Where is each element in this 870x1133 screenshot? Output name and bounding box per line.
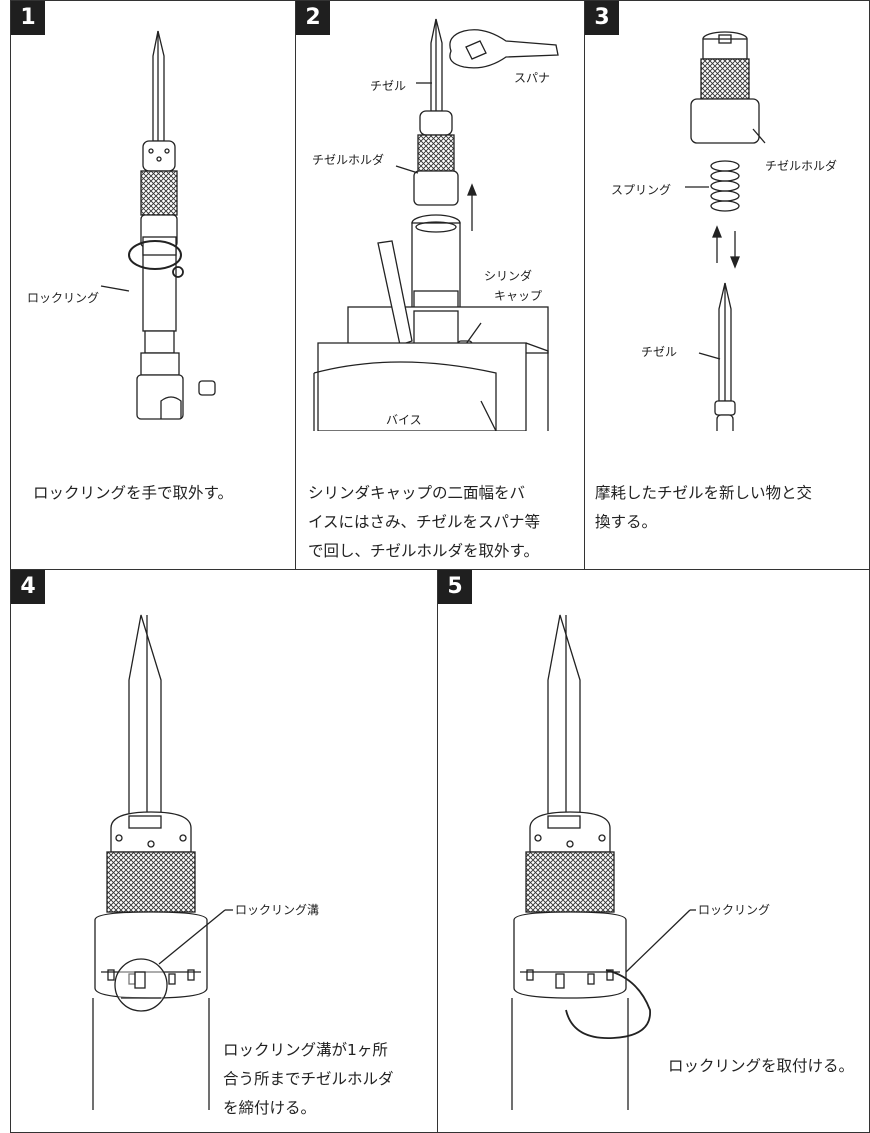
chisel-holder-label: チゼルホルダ (765, 159, 838, 173)
caption-line: シリンダキャップの二面幅をバ (308, 484, 526, 502)
caption-line: ロックリングを手で取外す。 (33, 484, 233, 502)
step-number: 5 (438, 570, 472, 604)
cap-label: キャップ (494, 289, 543, 303)
spanner-label: スパナ (514, 71, 551, 85)
caption-line: ロックリング溝が1ヶ所 (223, 1041, 388, 1059)
lock-ring-groove-label: ロックリング溝 (235, 903, 320, 917)
chisel-holder-label: チゼルホルダ (312, 153, 385, 167)
step-number: 2 (296, 1, 330, 35)
holder-removal-illustration (313, 18, 559, 431)
step-4-caption: ロックリング溝が1ヶ所 合う所までチゼルホルダ を締付ける。 (223, 1036, 394, 1123)
caption-line: 摩耗したチゼルを新しい物と交 (595, 484, 813, 502)
caption-line: 合う所までチゼルホルダ (223, 1070, 394, 1088)
step-2-panel: 2 チゼル スパナ チゼルホルダ (295, 0, 586, 571)
step-5-caption: ロックリングを取付ける。 (668, 1052, 854, 1081)
step-1-caption: ロックリングを手で取外す。 (33, 479, 233, 508)
step-5-panel: 5 ロックリング ロックリングを取付ける。 (437, 569, 870, 1133)
step-3-caption: 摩耗したチゼルを新しい物と交 換する。 (595, 479, 812, 537)
holder-tightening-illustration (92, 614, 233, 1110)
vise-label: バイス (386, 413, 422, 427)
step-1-panel: 1 ロックリング ロックリングを手で取外す。 (10, 0, 297, 571)
step-3-panel: 3 チゼルホルダ スプリング チゼル 摩耗したチゼルを新しい物と交 換する。 (584, 0, 870, 571)
lock-ring-label: ロックリング (698, 903, 771, 917)
caption-line: ロックリングを取付ける。 (668, 1057, 855, 1075)
chisel-replacement-illustration (685, 31, 766, 431)
spring-label: スプリング (611, 183, 672, 197)
step-number: 1 (11, 1, 45, 35)
lock-ring-removal-illustration (100, 30, 216, 420)
step-number: 4 (11, 570, 45, 604)
caption-line: イスにはさみ、チゼルをスパナ等 (308, 513, 541, 531)
lock-ring-install-illustration (511, 614, 696, 1110)
chisel-label: チゼル (370, 79, 407, 93)
chisel-label: チゼル (641, 345, 678, 359)
step-2-caption: シリンダキャップの二面幅をバ イスにはさみ、チゼルをスパナ等 で回し、チゼルホル… (308, 479, 540, 566)
step-4-panel: 4 ロックリング溝 ロックリング溝が1ヶ所 合う所までチゼルホルダ を締付ける。 (10, 569, 439, 1133)
cylinder-label: シリンダ (484, 269, 533, 283)
caption-line: 換する。 (595, 513, 658, 531)
lock-ring-label: ロックリング (27, 291, 100, 305)
step-number: 3 (585, 1, 619, 35)
caption-line: を締付ける。 (223, 1099, 317, 1117)
caption-line: で回し、チゼルホルダを取外す。 (308, 542, 539, 560)
